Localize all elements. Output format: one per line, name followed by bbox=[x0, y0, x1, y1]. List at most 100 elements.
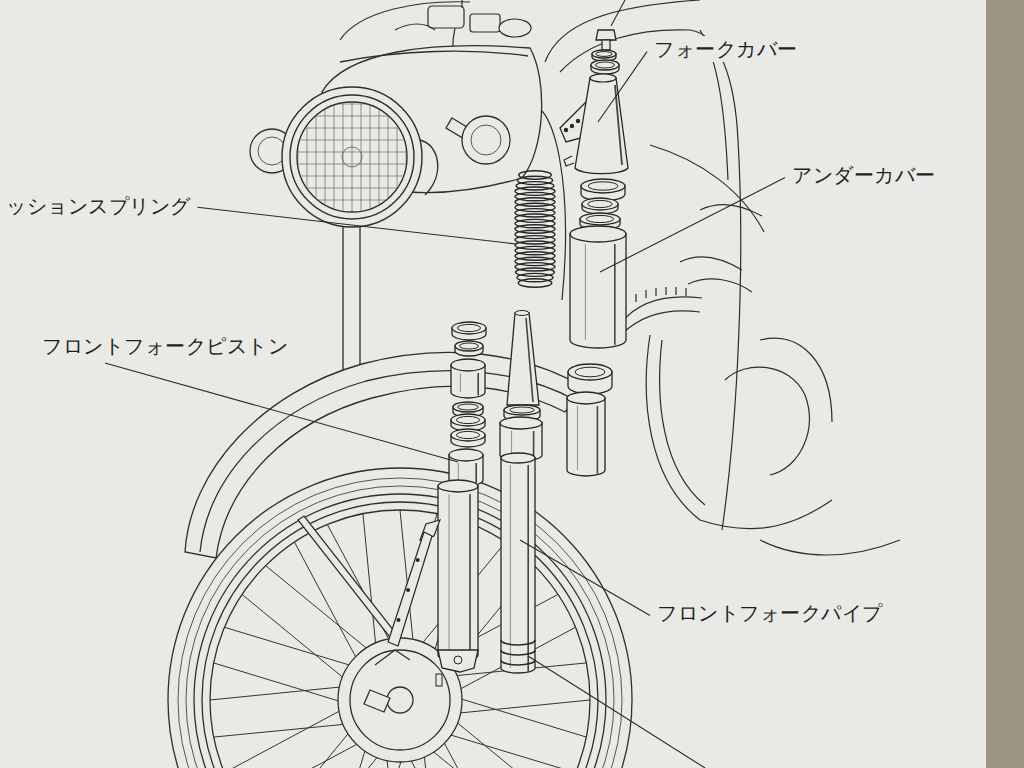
front-fork-pipe bbox=[501, 453, 535, 463]
headlight-lens bbox=[296, 104, 408, 105]
brake-stay bbox=[396, 618, 400, 622]
wheel-spoke bbox=[266, 732, 350, 768]
fork-ring bbox=[586, 215, 613, 222]
fork-ring bbox=[457, 324, 480, 331]
fork-pipe-taper bbox=[526, 318, 533, 402]
fork-ring bbox=[580, 213, 620, 225]
frame-line bbox=[636, 287, 686, 302]
brake-stay bbox=[388, 532, 432, 646]
wheel-spoke bbox=[443, 741, 505, 768]
fork-ring bbox=[591, 60, 619, 74]
part-label: ッションスプリング bbox=[4, 193, 193, 219]
fork-ring bbox=[455, 341, 483, 356]
under-cover bbox=[570, 226, 626, 348]
fork-ring bbox=[575, 367, 605, 377]
part-label: アンダーカバー bbox=[790, 162, 938, 188]
wheel-spoke bbox=[242, 743, 359, 768]
under-cover bbox=[614, 244, 616, 345]
headlight-lens bbox=[325, 100, 326, 214]
handlebar-switch bbox=[428, 6, 464, 28]
fork-bolt bbox=[596, 30, 616, 50]
headlight-lens bbox=[296, 164, 408, 165]
part-label: フォークカバー bbox=[652, 36, 800, 62]
headlight-lens bbox=[296, 200, 408, 201]
fork-ring bbox=[595, 62, 614, 68]
fork-ring bbox=[451, 414, 485, 426]
headlight-lens bbox=[296, 140, 408, 141]
wheel-spoke bbox=[214, 663, 340, 701]
handlebar-switch bbox=[470, 14, 500, 32]
front-wheel bbox=[168, 468, 632, 768]
headlight-lens bbox=[388, 100, 389, 214]
fork-collar bbox=[597, 406, 599, 474]
fork-ring bbox=[588, 182, 618, 190]
fork-bottom-case bbox=[469, 494, 471, 659]
fork-stem bbox=[343, 220, 360, 380]
frame-line bbox=[680, 257, 742, 270]
fork-bolt bbox=[602, 40, 610, 50]
frame-line bbox=[646, 335, 832, 529]
fork-spacer bbox=[451, 359, 485, 398]
fork-stem bbox=[343, 220, 360, 380]
leader-line bbox=[611, 0, 625, 26]
frame-line bbox=[660, 340, 705, 505]
front-wheel bbox=[168, 468, 632, 768]
fork-ring bbox=[592, 50, 616, 58]
fork-piston bbox=[449, 449, 483, 461]
headlight-lens bbox=[406, 100, 407, 214]
fork-ring bbox=[568, 364, 612, 394]
leader-line bbox=[600, 178, 785, 272]
headlight-lens bbox=[296, 188, 408, 189]
frame-line bbox=[760, 338, 832, 422]
page-shadow bbox=[986, 0, 1024, 768]
front-fork-pipe bbox=[501, 458, 535, 673]
fork-ring bbox=[568, 364, 612, 380]
headlight bbox=[290, 95, 414, 219]
wheel-hub bbox=[375, 650, 410, 665]
leader-line bbox=[105, 363, 458, 462]
handlebar-switch bbox=[340, 2, 470, 40]
fork-pipe-collar bbox=[500, 417, 542, 429]
frame-line bbox=[560, 30, 741, 530]
wheel-spoke bbox=[294, 542, 356, 659]
headlight-lens bbox=[296, 152, 408, 153]
fork-ring bbox=[453, 402, 483, 412]
wheel-spoke bbox=[210, 687, 341, 700]
fork-ring bbox=[458, 404, 478, 410]
wheel-hub bbox=[364, 690, 390, 712]
frame-line bbox=[650, 145, 764, 232]
wheel-spoke bbox=[363, 514, 376, 645]
turn-signal bbox=[471, 125, 501, 155]
headlight-lens bbox=[370, 100, 371, 214]
frame-line bbox=[520, 0, 900, 555]
handlebar-switch bbox=[461, 0, 462, 8]
fork-pipe-collar bbox=[533, 431, 535, 459]
wheel-spoke bbox=[460, 699, 586, 737]
wheel-spoke bbox=[294, 756, 378, 768]
fork-spacer bbox=[451, 359, 485, 371]
fork-ring bbox=[452, 322, 486, 340]
cushion-spring bbox=[515, 171, 555, 287]
part-label: フロントフォークピストン bbox=[40, 333, 290, 359]
turn-signal bbox=[462, 116, 510, 164]
fork-cover bbox=[564, 128, 568, 132]
fork-cover bbox=[570, 124, 574, 128]
headlight bbox=[282, 87, 422, 227]
brake-stay bbox=[388, 532, 432, 646]
headlight-lens bbox=[342, 147, 362, 167]
fork-cover bbox=[564, 156, 574, 166]
wheel-spoke bbox=[456, 722, 558, 768]
frame-line bbox=[725, 367, 809, 475]
fork-ring bbox=[510, 407, 534, 413]
fork-ring bbox=[451, 429, 485, 447]
fork-ring bbox=[459, 343, 478, 349]
frame-line bbox=[760, 540, 900, 555]
front-wheel bbox=[186, 486, 614, 768]
wheel-spoke bbox=[214, 724, 345, 737]
leader-line bbox=[598, 52, 647, 122]
under-cover bbox=[570, 226, 626, 242]
fork-part bbox=[388, 30, 628, 686]
